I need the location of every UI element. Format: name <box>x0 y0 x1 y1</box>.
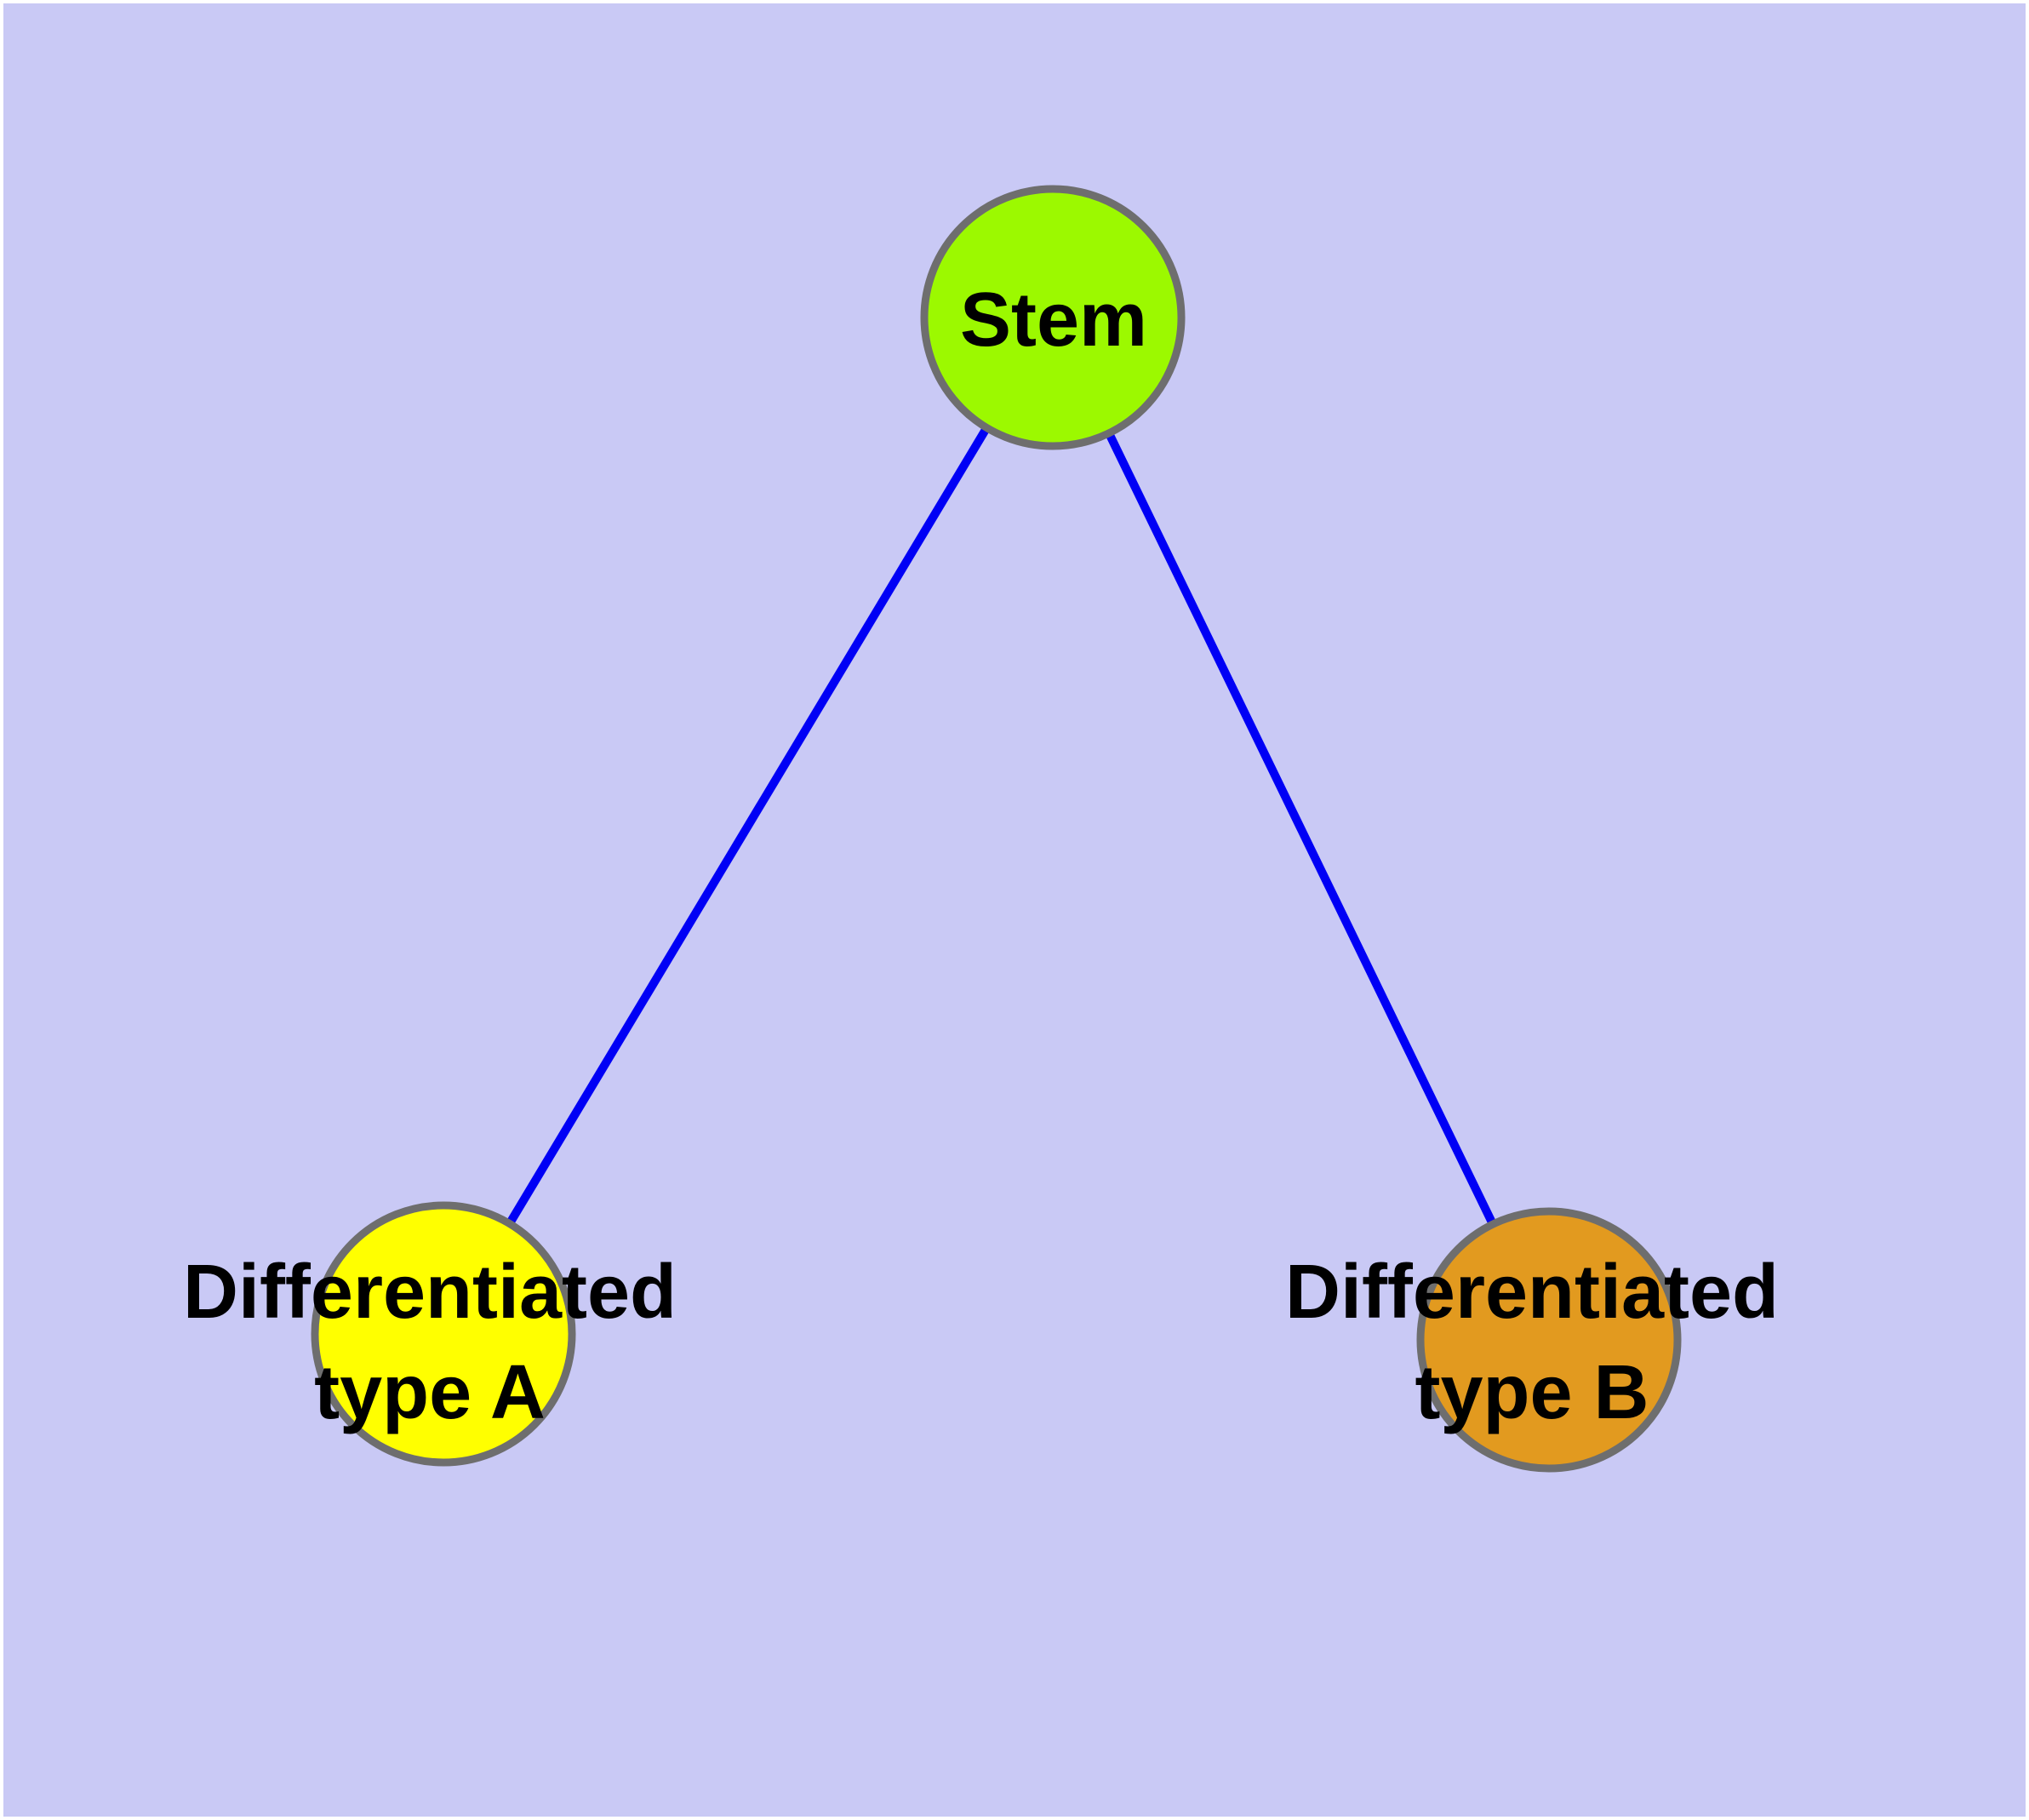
node-type-b-label-line2: type B <box>1415 1350 1649 1435</box>
node-type-a-label-line1: Differentiated <box>183 1250 677 1335</box>
node-stem-label: Stem <box>960 278 1147 363</box>
node-differentiated-type-b <box>1416 1207 1682 1473</box>
node-stem <box>920 185 1186 450</box>
node-differentiated-type-a <box>311 1201 576 1467</box>
node-type-a-label-line2: type A <box>314 1350 546 1435</box>
node-type-b-label-line1: Differentiated <box>1285 1250 1779 1335</box>
edge-stem-to-type-b <box>1049 315 1553 1342</box>
edge-stem-to-type-a <box>439 315 1057 1336</box>
